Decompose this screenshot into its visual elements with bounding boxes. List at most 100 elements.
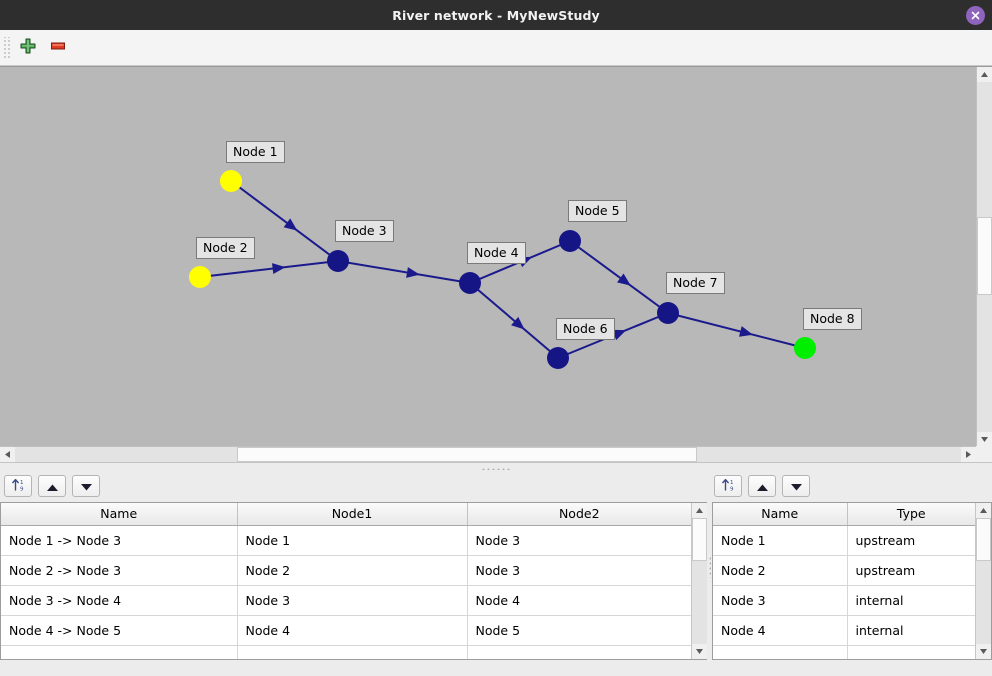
nodes-cell[interactable]: Node 1 [713, 525, 848, 556]
reaches-sort-button[interactable]: 1 9 [4, 475, 32, 497]
reaches-cell[interactable]: Node 5 [467, 615, 691, 646]
graph-node-label[interactable]: Node 8 [803, 308, 862, 330]
reaches-move-down-button[interactable] [72, 475, 100, 497]
nodes-cell[interactable]: upstream [847, 525, 975, 556]
scroll-down-arrow-icon[interactable] [977, 432, 992, 447]
graph-node[interactable] [657, 302, 679, 324]
nodes-cell[interactable]: internal [847, 585, 975, 616]
nodes-vertical-scrollbar[interactable] [975, 503, 991, 659]
nodes-scroll-track[interactable] [976, 561, 991, 644]
graph-vertical-scroll-thumb[interactable] [977, 217, 992, 295]
close-icon[interactable] [966, 6, 985, 25]
graph-edge[interactable] [199, 260, 339, 278]
graph-node[interactable] [220, 170, 242, 192]
reaches-column-header[interactable]: Node2 [467, 503, 691, 526]
delete-node-button[interactable] [45, 35, 71, 61]
graph-node[interactable] [547, 347, 569, 369]
graph-edge[interactable] [230, 180, 339, 262]
graph-node-label[interactable]: Node 5 [568, 200, 627, 222]
graph-node[interactable] [459, 272, 481, 294]
table-row[interactable] [1, 645, 691, 659]
graph-edge[interactable] [469, 282, 559, 359]
nodes-scroll-down-arrow-icon[interactable] [976, 644, 991, 659]
reaches-cell[interactable]: Node 3 -> Node 4 [1, 585, 238, 616]
toolbar-drag-handle[interactable] [2, 36, 11, 59]
reaches-cell[interactable]: Node 3 [467, 525, 691, 556]
nodes-cell[interactable]: internal [847, 615, 975, 646]
reaches-cell[interactable] [467, 645, 691, 659]
reaches-cell[interactable]: Node 1 -> Node 3 [1, 525, 238, 556]
nodes-cell[interactable]: Node 2 [713, 555, 848, 586]
graph-node-label[interactable]: Node 1 [226, 141, 285, 163]
graph-horizontal-scrollbar[interactable] [0, 446, 976, 462]
reaches-scroll-down-arrow-icon[interactable] [692, 644, 707, 659]
graph-node[interactable] [189, 266, 211, 288]
scroll-track-left[interactable] [15, 447, 237, 462]
table-row[interactable] [713, 645, 975, 659]
reaches-cell[interactable]: Node 4 -> Node 5 [1, 615, 238, 646]
reaches-scroll-up-arrow-icon[interactable] [692, 503, 707, 518]
graph-edge[interactable] [569, 240, 669, 314]
reaches-vertical-scroll-thumb[interactable] [692, 518, 707, 561]
nodes-move-down-button[interactable] [782, 475, 810, 497]
graph-vertical-scrollbar[interactable] [976, 67, 992, 447]
nodes-cell[interactable]: Node 3 [713, 585, 848, 616]
nodes-scroll-up-arrow-icon[interactable] [976, 503, 991, 518]
graph-node-label[interactable]: Node 7 [666, 272, 725, 294]
reaches-cell[interactable] [1, 645, 238, 659]
reaches-column-header[interactable]: Name [1, 503, 238, 526]
nodes-column-header[interactable]: Name [713, 503, 848, 526]
graph-node[interactable] [559, 230, 581, 252]
graph-edge[interactable] [667, 312, 806, 349]
scroll-track-upper[interactable] [977, 82, 992, 217]
nodes-sort-button[interactable]: 1 9 [714, 475, 742, 497]
reaches-cell[interactable]: Node 2 [237, 555, 468, 586]
scroll-track-lower[interactable] [977, 295, 992, 432]
nodes-column-header[interactable]: Type [847, 503, 975, 526]
reaches-cell[interactable]: Node 3 [467, 555, 691, 586]
nodes-cell[interactable]: Node 4 [713, 615, 848, 646]
scroll-right-arrow-icon[interactable] [961, 447, 976, 462]
scroll-track-right[interactable] [697, 447, 961, 462]
reaches-cell[interactable]: Node 1 [237, 525, 468, 556]
nodes-cell[interactable]: upstream [847, 555, 975, 586]
scroll-left-arrow-icon[interactable] [0, 447, 15, 462]
graph-node-label[interactable]: Node 2 [196, 237, 255, 259]
graph-node[interactable] [327, 250, 349, 272]
graph-node-label[interactable]: Node 3 [335, 220, 394, 242]
graph-node[interactable] [794, 337, 816, 359]
nodes-vertical-scroll-thumb[interactable] [976, 518, 991, 561]
graph-horizontal-scroll-thumb[interactable] [237, 447, 697, 462]
reaches-column-header[interactable]: Node1 [237, 503, 468, 526]
reaches-cell[interactable] [237, 645, 468, 659]
reaches-cell[interactable]: Node 2 -> Node 3 [1, 555, 238, 586]
graph-node-label[interactable]: Node 4 [467, 242, 526, 264]
scroll-up-arrow-icon[interactable] [977, 67, 992, 82]
add-node-button[interactable] [15, 35, 41, 61]
reaches-cell[interactable]: Node 4 [467, 585, 691, 616]
vertical-splitter[interactable] [707, 472, 713, 660]
reaches-vertical-scrollbar[interactable] [691, 503, 707, 659]
nodes-move-up-button[interactable] [748, 475, 776, 497]
graph-edge[interactable] [337, 260, 471, 284]
reaches-cell[interactable]: Node 4 [237, 615, 468, 646]
reaches-scroll-track[interactable] [692, 561, 707, 644]
reaches-cell[interactable]: Node 3 [237, 585, 468, 616]
nodes-cell[interactable] [713, 645, 848, 659]
